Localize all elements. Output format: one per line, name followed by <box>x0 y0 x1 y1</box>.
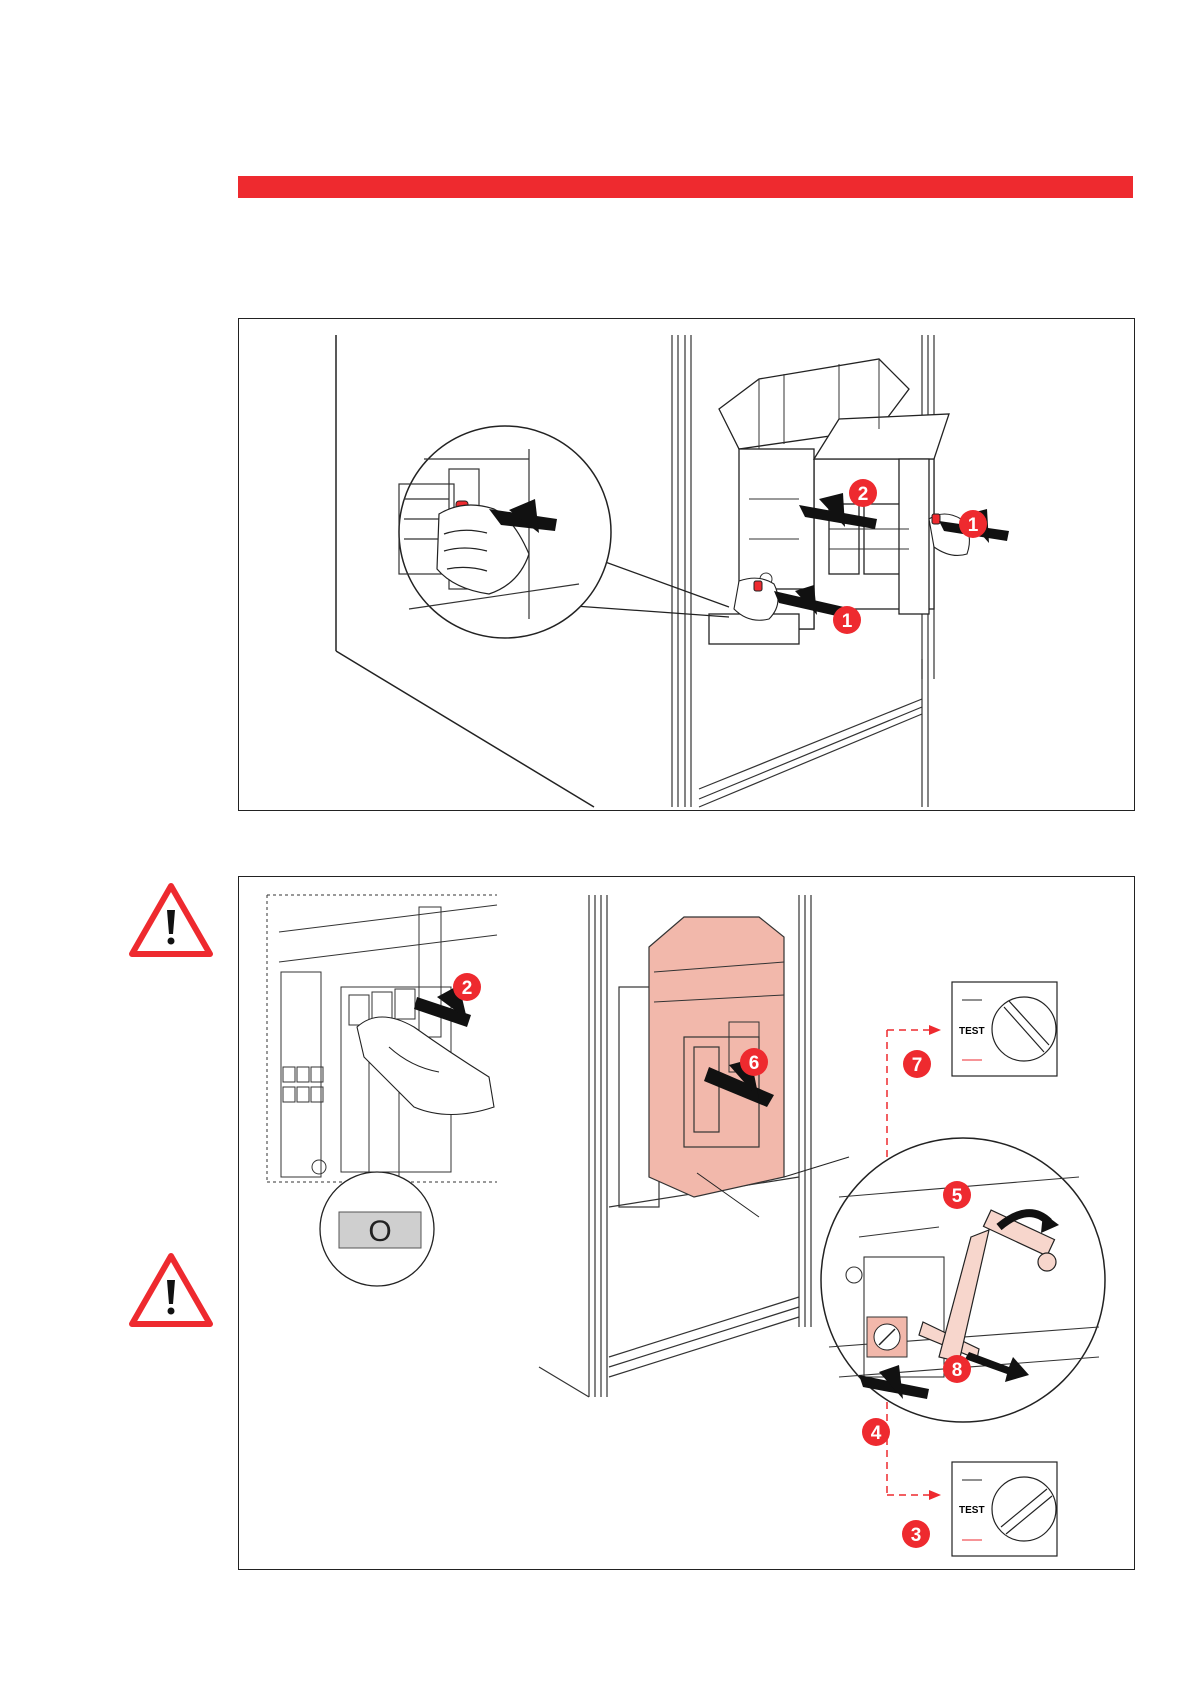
step-marker: 2 <box>849 479 877 507</box>
svg-text:4: 4 <box>871 1423 882 1444</box>
figure-bottom-illustration: 2 O <box>239 877 1134 1569</box>
warning-icon <box>128 882 214 958</box>
step-marker: 1 <box>833 606 861 634</box>
svg-text:6: 6 <box>749 1053 760 1074</box>
step-marker: 4 <box>862 1418 890 1446</box>
svg-text:2: 2 <box>462 978 473 999</box>
svg-text:5: 5 <box>952 1186 963 1207</box>
svg-text:TEST: TEST <box>959 1505 985 1516</box>
svg-text:1: 1 <box>968 515 979 536</box>
step-marker: 6 <box>740 1048 768 1076</box>
open-symbol: O <box>368 1215 391 1248</box>
step-marker: 8 <box>943 1355 971 1383</box>
svg-text:TEST: TEST <box>959 1026 985 1037</box>
step-marker: 1 <box>959 510 987 538</box>
step-marker: 5 <box>943 1181 971 1209</box>
svg-text:1: 1 <box>842 611 853 632</box>
svg-text:8: 8 <box>952 1360 963 1381</box>
figure-racking-out-breaker: 1 2 1 <box>238 318 1135 811</box>
svg-text:7: 7 <box>912 1055 923 1076</box>
warning-icon <box>128 1252 214 1328</box>
svg-text:2: 2 <box>858 484 869 505</box>
figure-racking-procedure: 2 O <box>238 876 1135 1570</box>
header-red-bar <box>238 176 1133 198</box>
step-marker: 2 <box>453 973 481 1001</box>
step-marker: 3 <box>902 1520 930 1548</box>
svg-text:3: 3 <box>911 1525 922 1546</box>
step-marker: 7 <box>903 1050 931 1078</box>
figure-top-illustration: 1 2 1 <box>239 319 1134 810</box>
